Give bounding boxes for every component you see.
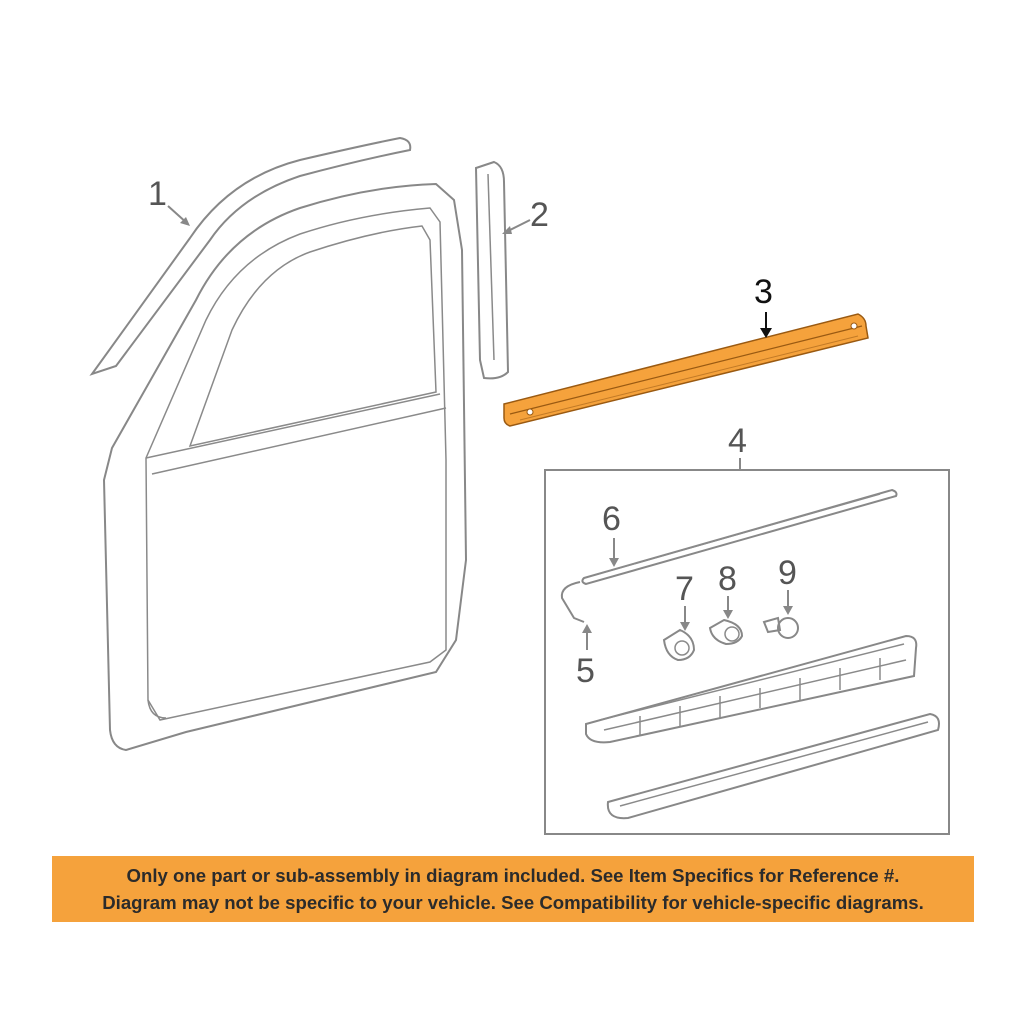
svg-text:9: 9 (778, 554, 797, 592)
callout-7: 7 (675, 570, 694, 631)
part-2-pillar-garnish (474, 160, 510, 380)
callout-9: 9 (778, 554, 797, 615)
door-shell (102, 182, 468, 752)
callout-4: 4 (728, 422, 747, 470)
lowest-molding (606, 712, 940, 820)
callout-2: 2 (502, 196, 549, 234)
svg-text:1: 1 (148, 175, 167, 213)
callout-1: 1 (148, 175, 190, 226)
svg-text:7: 7 (675, 570, 694, 608)
callout-5: 5 (576, 624, 595, 690)
svg-text:4: 4 (728, 422, 747, 460)
callout-8: 8 (718, 560, 737, 619)
svg-text:3: 3 (754, 273, 773, 311)
part-5-clip (560, 581, 585, 623)
kit-box (544, 469, 950, 835)
part-1-door-frame-molding (89, 136, 412, 376)
part-7-clip (662, 628, 696, 662)
disclaimer-line-1: Only one part or sub-assembly in diagram… (126, 865, 900, 886)
svg-text:6: 6 (602, 500, 621, 538)
part-9-screw (762, 616, 799, 639)
svg-text:8: 8 (718, 560, 737, 598)
part-8-clip (708, 618, 744, 646)
callout-3: 3 (754, 273, 773, 338)
disclaimer-line-2: Diagram may not be specific to your vehi… (102, 892, 924, 913)
disclaimer-banner: Only one part or sub-assembly in diagram… (52, 856, 974, 922)
callout-6: 6 (602, 500, 621, 567)
part-3-belt-molding-highlighted (503, 313, 869, 427)
svg-text:5: 5 (576, 652, 595, 690)
svg-text:2: 2 (530, 196, 549, 234)
part-6-molding-strip (581, 488, 898, 586)
lower-side-molding (585, 634, 918, 744)
